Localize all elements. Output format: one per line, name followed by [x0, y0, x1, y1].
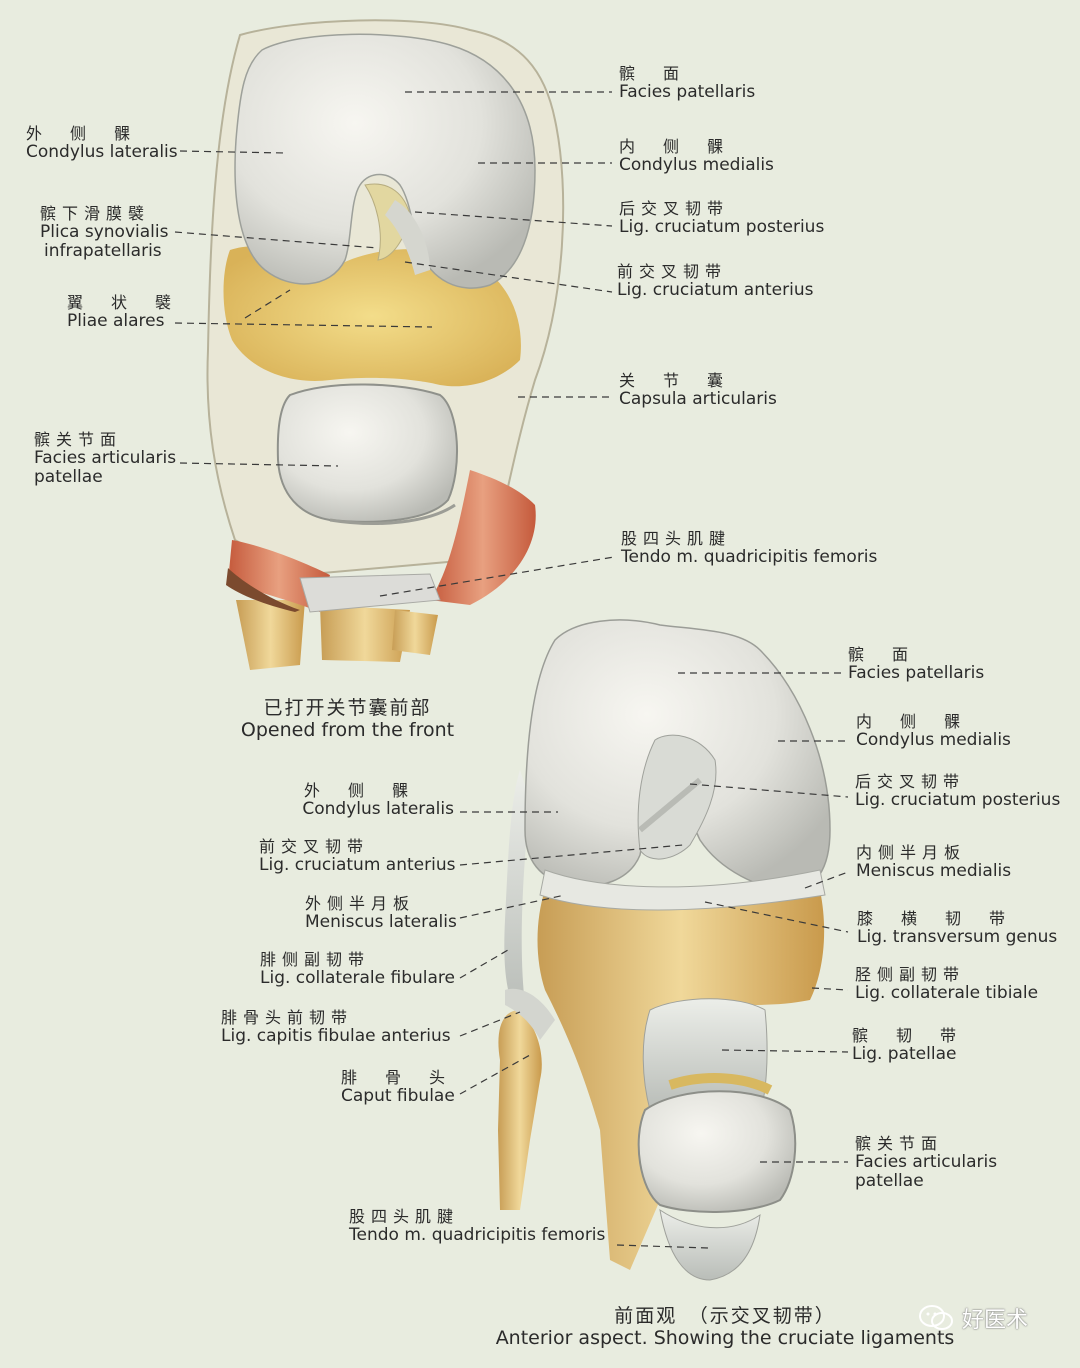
top-quadriceps-right: [430, 470, 536, 605]
label-facies-patellaris-bottom: 髌 面 Facies patellaris: [848, 645, 985, 683]
label-lig-transversum-genus: 膝 横 韧 带 Lig. transversum genus: [857, 909, 1058, 947]
top-knee-figure: [206, 19, 565, 670]
label-condylus-lateralis-top: 外 侧 髁 Condylus lateralis: [26, 124, 178, 162]
label-tendo-quadricipitis-bottom: 股四头肌腱 Tendo m. quadricipitis femoris: [349, 1207, 606, 1245]
label-lig-collaterale-tibiale: 胫侧副韧带 Lig. collaterale tibiale: [855, 965, 1039, 1003]
label-meniscus-lateralis: 外侧半月板 Meniscus lateralis: [305, 894, 457, 932]
label-lig-capitis-fibulae: 腓骨头前韧带 Lig. capitis fibulae anterius: [221, 1008, 451, 1046]
top-fibula-shaft: [320, 605, 410, 662]
label-lig-cruciatum-anterius-top: 前交叉韧带 Lig. cruciatum anterius: [617, 262, 814, 300]
label-facies-patellaris-top: 髌 面 Facies patellaris: [619, 64, 756, 102]
top-patella-surface: [276, 383, 458, 523]
watermark: 好医术: [918, 1300, 1058, 1336]
caption-top: 已打开关节囊前部 Opened from the front: [240, 697, 455, 741]
label-meniscus-medialis: 内侧半月板 Meniscus medialis: [856, 843, 1012, 881]
label-condylus-lateralis-bottom: 外 侧 髁 Condylus lateralis: [302, 781, 454, 819]
bottom-fibula: [498, 1010, 542, 1210]
label-lig-cruciatum-anterius-bottom: 前交叉韧带 Lig. cruciatum anterius: [259, 837, 456, 875]
bottom-knee-figure: [498, 619, 831, 1281]
caption-bottom: 前面观 （示交叉韧带） Anterior aspect. Showing the…: [495, 1305, 955, 1349]
label-condylus-medialis-bottom: 内 侧 髁 Condylus medialis: [856, 712, 1011, 750]
label-pliae-alares: 翼 状 襞 Pliae alares: [67, 293, 178, 331]
bottom-quadriceps-tendon: [659, 1208, 761, 1281]
bottom-patella: [637, 1090, 797, 1213]
label-capsula-articularis: 关 节 囊 Capsula articularis: [619, 371, 777, 409]
top-femur-condyles: [234, 33, 536, 289]
label-facies-articularis-patellae-top: 髌关节面 Facies articularis patellae: [34, 430, 177, 487]
label-plica-synovialis: 髌下滑膜襞 Plica synovialis infrapatellaris: [40, 204, 169, 261]
label-facies-articularis-patellae-bottom: 髌关节面 Facies articularis patellae: [855, 1134, 998, 1191]
bottom-menisci: [539, 869, 826, 911]
top-quadriceps-tendon: [299, 573, 441, 613]
leader-lines: [174, 91, 849, 1249]
watermark-text: 好医术: [962, 1308, 1029, 1333]
label-lig-cruciatum-posterius-top: 后交叉韧带 Lig. cruciatum posterius: [619, 199, 825, 237]
label-lig-collaterale-fibulare: 腓侧副韧带 Lig. collaterale fibulare: [260, 950, 456, 988]
bottom-lig-collaterale-fibulare: [504, 770, 530, 1010]
top-tibia-shaft: [236, 600, 305, 670]
label-caput-fibulae: 腓 骨 头 Caput fibulae: [341, 1068, 455, 1106]
label-lig-cruciatum-posterius-bottom: 后交叉韧带 Lig. cruciatum posterius: [855, 772, 1061, 810]
bottom-tibia: [537, 890, 825, 1270]
label-tendo-quadricipitis-top: 股四头肌腱 Tendo m. quadricipitis femoris: [621, 529, 878, 567]
label-condylus-medialis-top: 内 侧 髁 Condylus medialis: [619, 137, 774, 175]
wechat-logo-icon: [919, 1305, 953, 1330]
label-lig-patellae: 髌 韧 带 Lig. patellae: [852, 1026, 963, 1064]
